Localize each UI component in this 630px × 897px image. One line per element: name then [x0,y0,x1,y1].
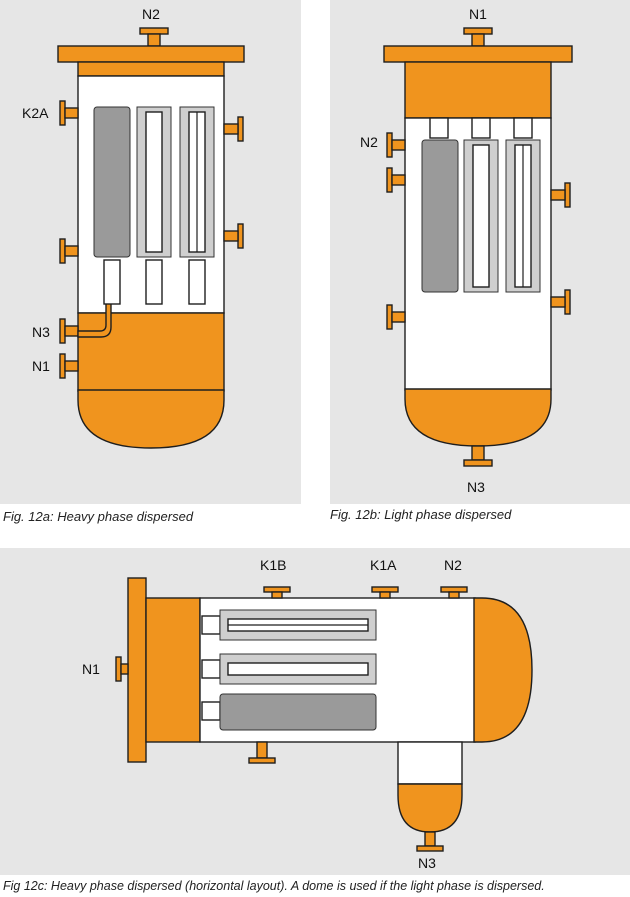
bottom-head [404,388,552,447]
coalescer-element-1 [93,106,131,258]
nozzle-right-lower-pipe [550,296,566,308]
nozzle-n2-flange [139,27,169,35]
nozzle-left-2-pipe [391,174,406,186]
label-n2-12a: N2 [142,6,160,22]
support-tube-3 [188,259,206,305]
right-head [473,597,533,743]
top-flange [383,45,573,63]
nozzle-n1-flange [115,656,122,682]
nozzle-n2-pipe [448,591,460,599]
nozzle-bottom-flange [248,757,276,764]
coalescer-element-1 [421,139,459,293]
support-tube-1 [429,117,449,139]
support-tube-2 [201,659,221,679]
support-tube-3 [201,701,221,721]
label-n3-12a: N3 [32,324,50,340]
nozzle-n1-pipe [471,33,485,47]
top-flange [57,45,245,63]
nozzle-left-3-pipe [391,311,406,323]
label-n2-12c: N2 [444,557,462,573]
nozzle-right-lower-pipe [223,230,239,242]
label-n1-12c: N1 [82,661,100,677]
label-k2a-12a: K2A [22,105,49,121]
nozzle-left-2-flange [386,167,393,193]
label-n2-12b: N2 [360,134,378,150]
nozzle-n3-flange [463,459,493,467]
nozzle-n1-flange [59,353,66,379]
nozzle-k1b-flange [263,586,291,593]
sump-head [397,783,463,833]
label-n1-12a: N1 [32,358,50,374]
separator-element-2-core [472,144,490,288]
label-k1b-12c: K1B [260,557,286,573]
nozzle-k2a-flange [59,100,66,126]
caption-12c: Fig 12c: Heavy phase dispersed (horizont… [3,879,545,893]
support-tube-2 [145,259,163,305]
vessel-12b [383,27,573,467]
nozzle-n2-pipe [147,33,161,47]
nozzle-n1-pipe [120,663,129,675]
caption-12b: Fig. 12b: Light phase dispersed [330,507,512,522]
label-k1a-12c: K1A [370,557,397,573]
nozzle-right-upper-flange [564,182,571,208]
separator-element-2-core [227,662,369,676]
nozzle-right-lower-flange [564,289,571,315]
vessel-12a [57,27,245,449]
support-tube-3 [513,117,533,139]
nozzle-k1b-pipe [271,591,283,599]
nozzle-k1a-pipe [379,591,391,599]
end-cover [145,597,201,743]
nozzle-k2a-pipe [64,107,79,119]
top-cover [77,61,225,77]
nozzle-n3-flange [416,845,444,852]
coalescer-element-3 [219,693,377,731]
support-tube-1 [201,615,221,635]
nozzle-n2-pipe [391,139,406,151]
nozzle-right-lower-flange [237,223,244,249]
nozzle-left-mid-pipe [64,245,79,257]
nozzle-n2-flange [440,586,468,593]
nozzle-bottom-pipe [256,741,268,759]
nozzle-n2-flange [386,132,393,158]
light-phase-liquid [404,61,552,119]
nozzle-n3-pipe [64,325,79,337]
nozzle-left-mid-flange [59,238,66,264]
nozzle-right-upper-pipe [550,189,566,201]
bottom-head [77,389,225,449]
label-n1-12b: N1 [469,6,487,22]
label-n3-12c: N3 [418,855,436,871]
nozzle-k1a-flange [371,586,399,593]
heavy-phase-liquid [77,312,225,392]
nozzle-n3-pipe [424,831,436,847]
separator-element-2-core [145,111,163,253]
nozzle-n3-flange [59,318,66,344]
nozzle-right-upper-flange [237,116,244,142]
support-tube-2 [471,117,491,139]
nozzle-n1-flange [463,27,493,35]
nozzle-right-upper-pipe [223,123,239,135]
nozzle-n1-pipe [64,360,79,372]
caption-12a: Fig. 12a: Heavy phase dispersed [3,509,194,524]
nozzle-n3-pipe [471,445,485,461]
sump-interior [397,741,463,785]
label-n3-12b: N3 [467,479,485,495]
end-flange [127,577,147,763]
support-tube-1 [103,259,121,305]
vessel-12c [115,577,533,852]
nozzle-left-3-flange [386,304,393,330]
